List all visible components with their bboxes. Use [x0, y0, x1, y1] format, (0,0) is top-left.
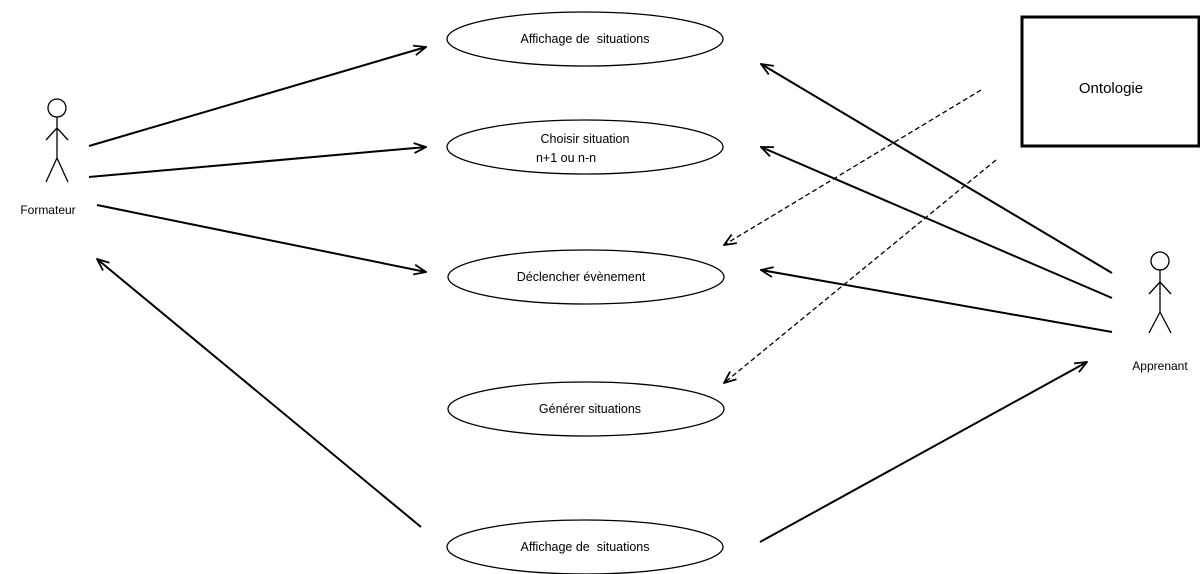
apprenant-arm-left	[1148, 281, 1161, 295]
formateur-label: Formateur	[20, 203, 75, 217]
use-case-declencher-evenement	[447, 249, 725, 305]
dashed-arrow-ontology-to-declencher	[724, 89, 982, 245]
arrow-formateur-to-declencher	[96, 204, 426, 272]
use-case-label: Choisir situation	[541, 132, 630, 146]
apprenant-head	[1150, 251, 1170, 271]
use-case-label: Affichage de situations	[520, 540, 649, 554]
arrow-formateur-to-affichage	[88, 47, 426, 147]
formateur-leg-right	[56, 157, 69, 183]
use-case-choisir-situation	[446, 119, 724, 175]
formateur-head	[47, 98, 67, 118]
dashed-arrow-ontology-to-generer	[724, 159, 997, 383]
use-case-label: Affichage de situations	[520, 32, 649, 46]
arrow-affichage-bottom-to-apprenant	[759, 362, 1087, 543]
formateur-actor	[45, 98, 69, 183]
use-case-generer-situations	[447, 381, 725, 437]
use-case-affichage-situations-top	[446, 11, 724, 67]
formateur-arm-right	[56, 127, 69, 141]
apprenant-leg-left	[1148, 311, 1161, 334]
use-case-label-line2: n+1 ou n-n	[536, 151, 596, 165]
ontology-box	[1020, 15, 1200, 148]
formateur-arm-left	[45, 127, 58, 141]
arrow-apprenant-to-choisir	[761, 147, 1113, 299]
arrow-affichage-bottom-to-formateur	[97, 259, 422, 528]
arrow-formateur-to-choisir	[88, 147, 426, 178]
use-case-label: Déclencher évènement	[517, 270, 646, 284]
apprenant-actor	[1148, 251, 1172, 334]
apprenant-label: Apprenant	[1132, 359, 1188, 373]
use-case-affichage-situations-bottom	[446, 519, 724, 574]
arrow-apprenant-to-declencher	[761, 270, 1113, 333]
apprenant-arm-right	[1159, 281, 1172, 295]
ontology-label: Ontologie	[1079, 80, 1143, 97]
apprenant-leg-right	[1159, 311, 1172, 334]
arrow-apprenant-to-affichage	[761, 64, 1113, 274]
use-case-label: Générer situations	[539, 402, 641, 416]
formateur-leg-left	[45, 157, 58, 183]
